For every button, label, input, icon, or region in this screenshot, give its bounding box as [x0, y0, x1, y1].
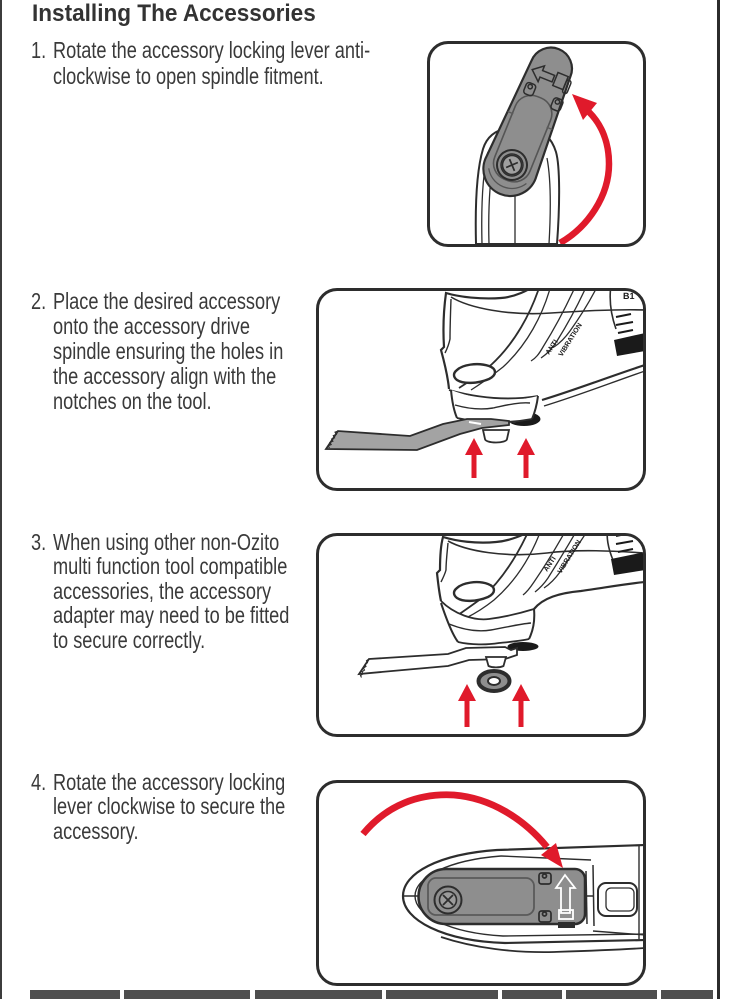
svg-text:B1: B1 — [623, 291, 635, 301]
